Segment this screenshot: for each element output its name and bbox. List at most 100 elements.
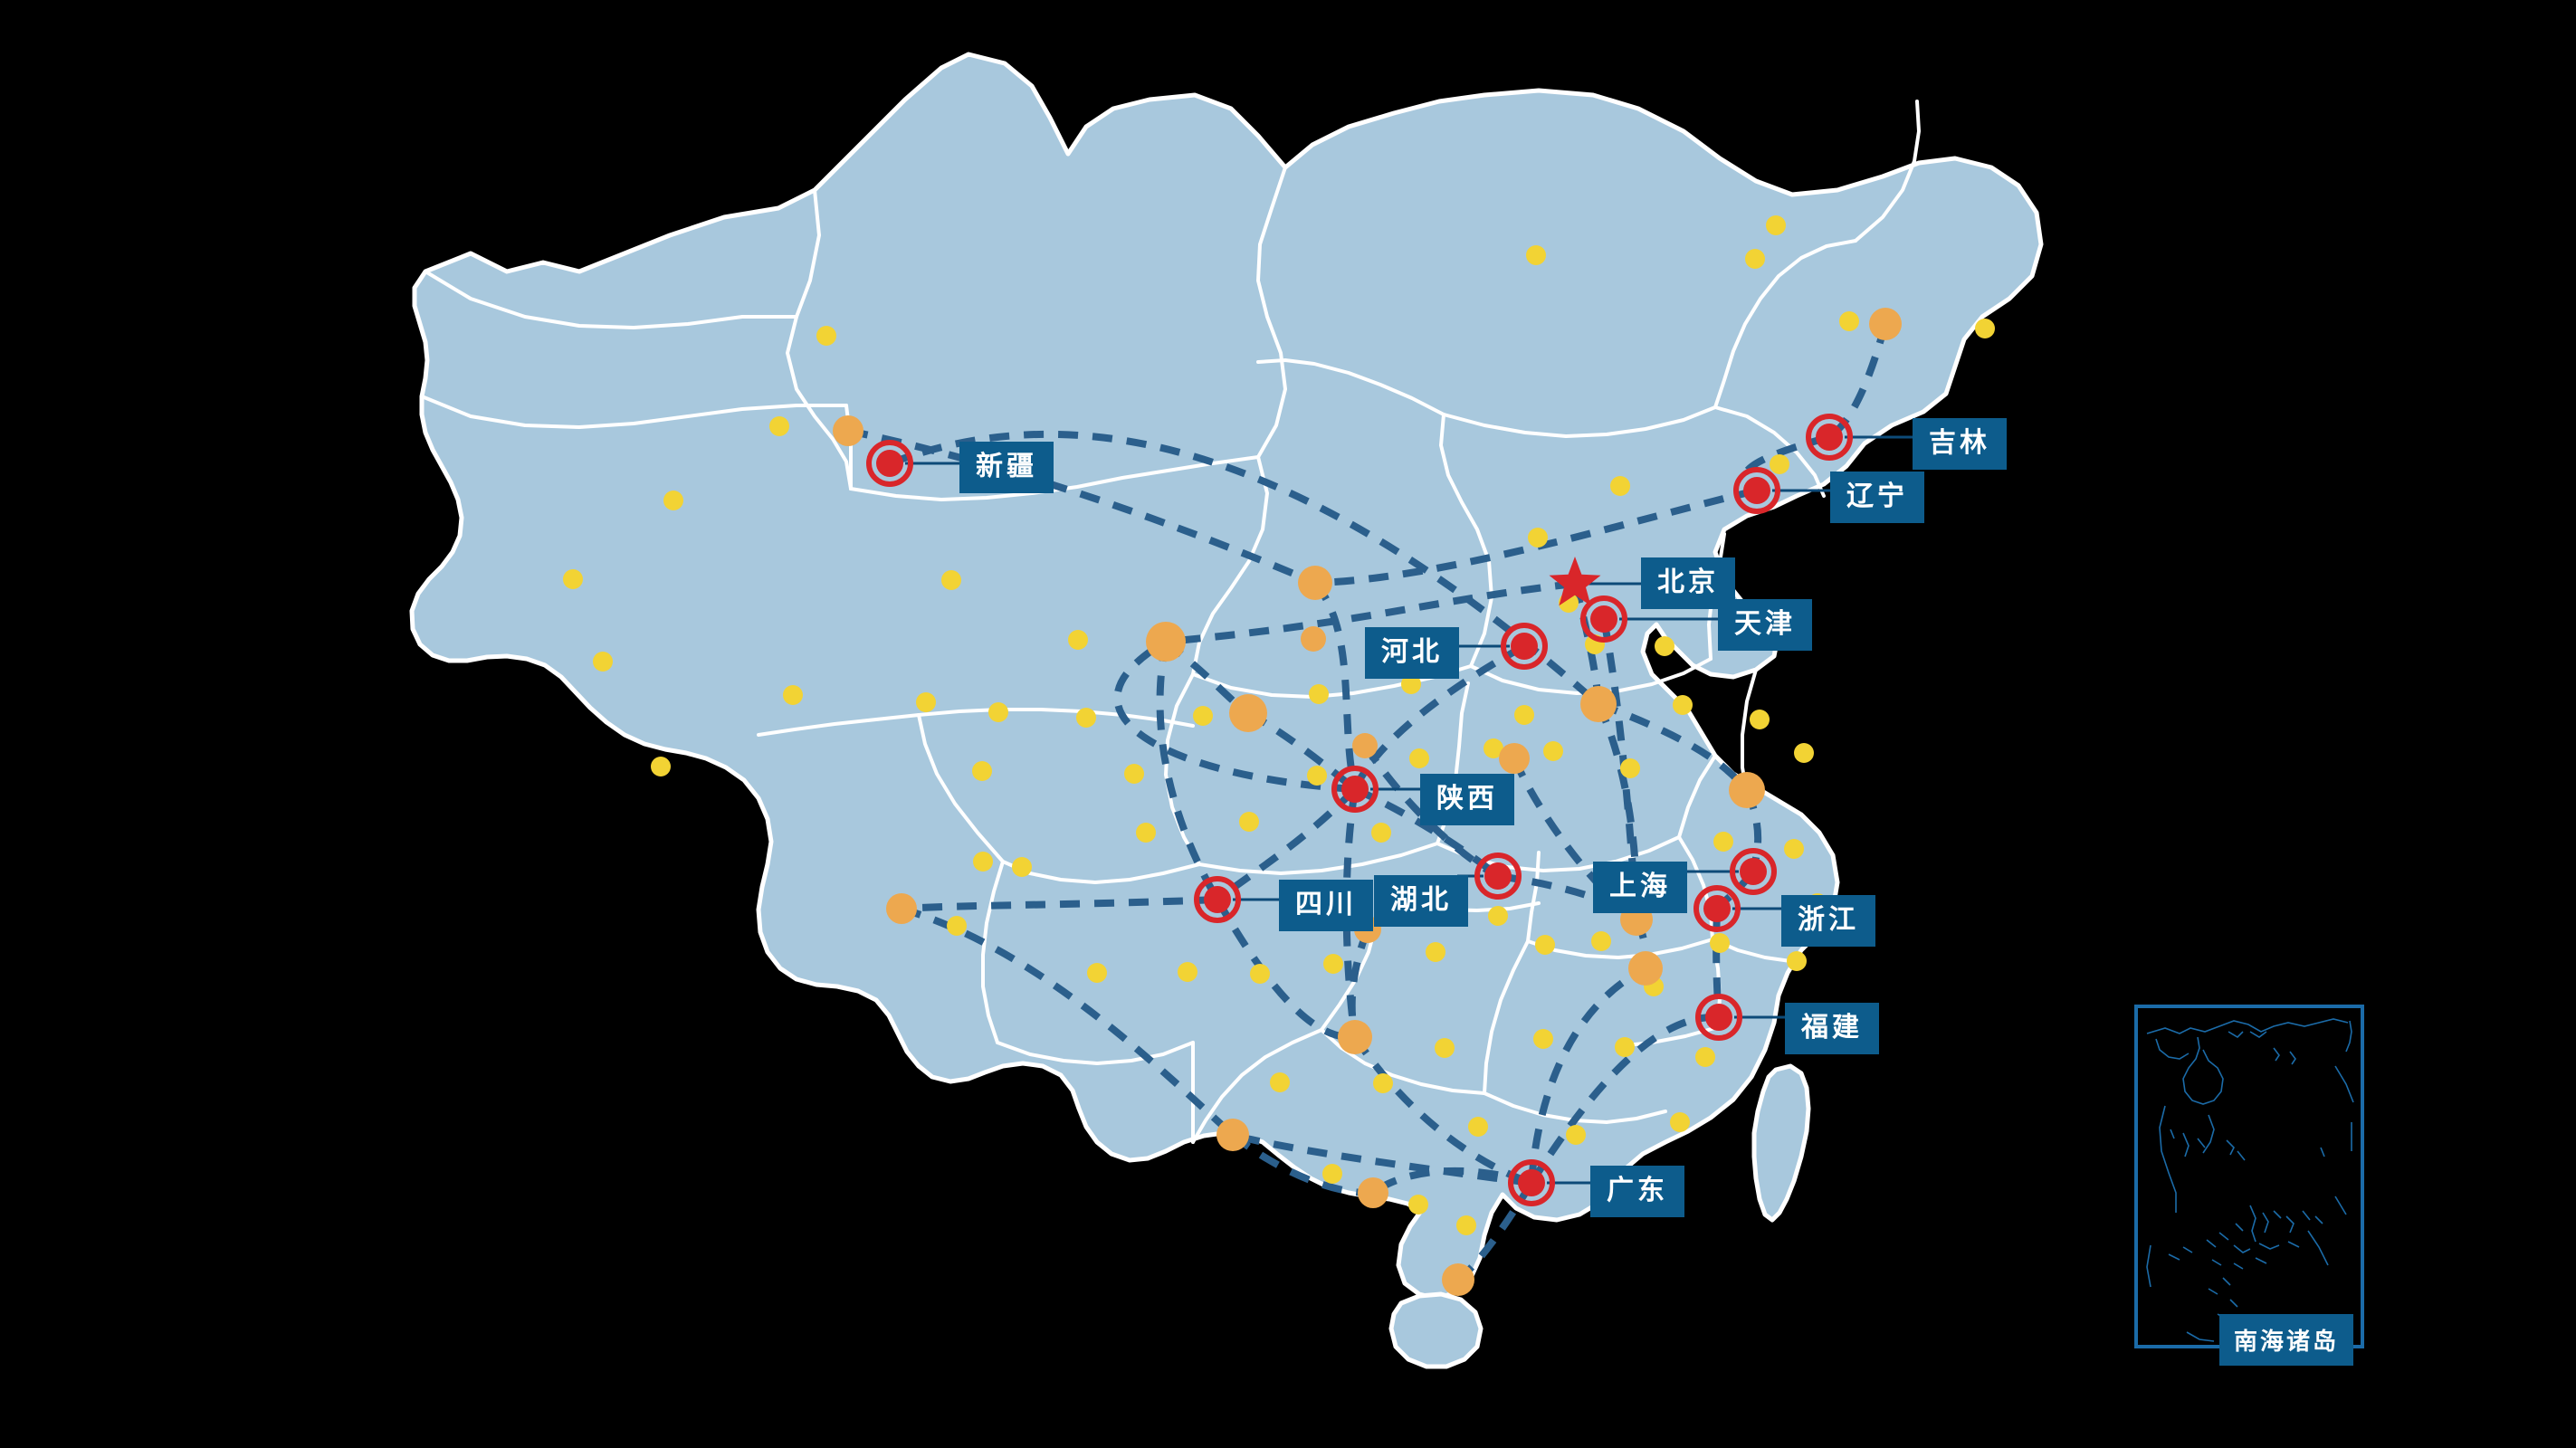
province-marker-core[interactable]	[1511, 633, 1538, 660]
land-layer	[409, 52, 2044, 1369]
city-dot	[1794, 743, 1814, 763]
hub-node[interactable]	[1628, 951, 1663, 986]
city-dot	[1239, 812, 1259, 832]
city-dot	[1784, 839, 1804, 859]
city-dot	[1713, 832, 1733, 852]
province-markers-layer	[866, 414, 1853, 1206]
city-dot	[1468, 1117, 1488, 1137]
city-dot	[1975, 319, 1995, 338]
province-label-xinjiang[interactable]: 新疆	[959, 442, 1054, 493]
route-path	[1314, 487, 1758, 586]
province-marker-core[interactable]	[1816, 424, 1843, 451]
province-marker-core[interactable]	[1484, 862, 1512, 890]
province-marker-core[interactable]	[1705, 1004, 1732, 1031]
route-path	[1597, 700, 1751, 793]
province-marker-core[interactable]	[1204, 886, 1231, 913]
province-marker-ring	[1501, 623, 1548, 670]
city-dot	[1307, 766, 1327, 786]
province-label-tianjin[interactable]: 天津	[1718, 599, 1812, 651]
province-marker-core[interactable]	[1341, 776, 1369, 803]
hub-node[interactable]	[1301, 626, 1326, 652]
route-path	[1528, 965, 1647, 1184]
city-dot	[941, 570, 961, 590]
province-marker-core[interactable]	[1590, 605, 1617, 633]
route-path	[901, 896, 1218, 912]
hub-node[interactable]	[1352, 733, 1378, 758]
province-marker-ring	[1733, 467, 1780, 514]
city-dot	[1409, 748, 1429, 768]
city-dot	[1655, 636, 1674, 656]
city-dot	[1322, 1164, 1342, 1184]
route-path	[1113, 638, 1356, 793]
hub-node[interactable]	[886, 893, 917, 924]
city-dot	[1528, 528, 1548, 548]
city-dot	[1087, 963, 1107, 983]
city-dot	[947, 916, 967, 936]
province-marker-core[interactable]	[1740, 858, 1767, 885]
hub-nodes-layer	[833, 308, 1902, 1296]
city-dot	[1401, 674, 1421, 694]
city-dot	[651, 757, 671, 776]
city-dot	[1193, 706, 1213, 726]
hub-node[interactable]	[1869, 308, 1902, 340]
province-label-zhejiang[interactable]: 浙江	[1781, 895, 1875, 947]
province-marker-core[interactable]	[876, 450, 903, 477]
china-mainland	[409, 52, 2044, 1301]
city-dot	[593, 652, 613, 672]
city-dot	[1591, 931, 1611, 951]
hub-node[interactable]	[1216, 1119, 1249, 1151]
city-dot	[1543, 741, 1563, 761]
hub-node[interactable]	[1580, 686, 1617, 722]
city-dots-layer	[563, 215, 1995, 1235]
province-marker-ring	[1194, 876, 1241, 923]
province-label-sichuan[interactable]: 四川	[1279, 880, 1373, 931]
hub-node[interactable]	[1298, 566, 1332, 600]
hub-node[interactable]	[1729, 772, 1765, 808]
province-marker-core[interactable]	[1743, 477, 1770, 504]
province-label-shanghai[interactable]: 上海	[1593, 862, 1687, 913]
hub-node[interactable]	[1499, 743, 1530, 774]
route-path	[1231, 1131, 1532, 1186]
province-marker-ring	[1580, 595, 1627, 643]
hub-node[interactable]	[1358, 1177, 1388, 1208]
city-dot	[1012, 857, 1032, 877]
route-path	[847, 427, 1317, 586]
province-label-guangdong[interactable]: 广东	[1590, 1166, 1684, 1217]
city-dot	[973, 852, 993, 872]
city-dot	[1615, 1037, 1635, 1057]
city-dot	[1373, 1073, 1393, 1093]
city-dot	[1766, 215, 1786, 235]
route-path	[1528, 1013, 1720, 1186]
hub-node[interactable]	[833, 415, 863, 446]
province-marker-ring	[1331, 766, 1379, 813]
province-marker-ring	[1806, 414, 1853, 461]
province-label-shaanxi[interactable]: 陕西	[1420, 774, 1514, 825]
city-dot	[1566, 1125, 1586, 1145]
route-path	[1361, 743, 1500, 880]
city-dot	[1435, 1038, 1455, 1058]
hub-node[interactable]	[1442, 1263, 1474, 1296]
city-dot	[1136, 823, 1156, 843]
province-marker-core[interactable]	[1518, 1169, 1545, 1196]
province-marker-ring	[1474, 853, 1522, 900]
province-marker-ring	[1730, 848, 1777, 895]
city-dot	[1514, 705, 1534, 725]
province-label-jilin[interactable]: 吉林	[1913, 418, 2007, 470]
province-label-hebei[interactable]: 河北	[1365, 627, 1459, 679]
south-china-sea-inset[interactable]	[2134, 1005, 2364, 1348]
city-dot	[769, 416, 789, 436]
hub-node[interactable]	[1146, 622, 1186, 662]
province-label-liaoning[interactable]: 辽宁	[1830, 472, 1924, 523]
province-label-hubei[interactable]: 湖北	[1374, 875, 1468, 927]
city-dot	[1745, 249, 1765, 269]
province-marker-core[interactable]	[1703, 895, 1731, 922]
city-dot	[1535, 935, 1555, 955]
city-dot	[1670, 1112, 1690, 1132]
city-dot	[663, 491, 683, 510]
capital-star-marker[interactable]	[1549, 557, 1601, 606]
province-label-fujian[interactable]: 福建	[1785, 1003, 1879, 1054]
hub-node[interactable]	[1229, 694, 1267, 732]
city-dot	[1750, 710, 1770, 729]
hub-node[interactable]	[1338, 1020, 1372, 1054]
